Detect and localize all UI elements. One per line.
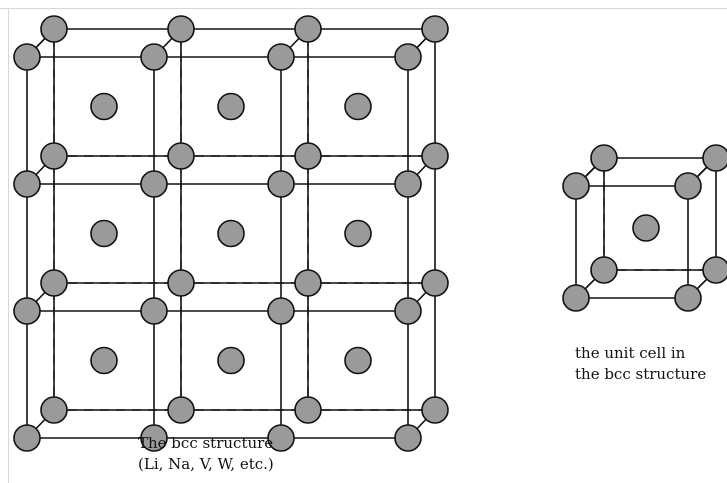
lattice-corner-atom-front: [13, 424, 41, 452]
lattice-corner-atom-back: [294, 396, 322, 424]
lattice-corner-atom-back: [294, 269, 322, 297]
lattice-body-center-atom: [344, 219, 372, 248]
unit-cell-corner-atom-back: [590, 256, 618, 284]
unit-cell-caption-line2: the bcc structure: [575, 365, 707, 383]
unit-cell-corner-atom-back: [590, 144, 618, 172]
unit-cell-body-center-atom: [632, 214, 660, 242]
lattice-corner-atom-back: [40, 396, 68, 424]
lattice-corner-atom-front: [13, 297, 41, 325]
lattice-corner-atom-back: [294, 142, 322, 170]
unit-cell-corner-atom-front: [674, 284, 702, 312]
lattice-corner-atom-front: [394, 424, 422, 452]
lattice-corner-atom-front: [13, 170, 41, 198]
unit-cell-caption: the unit cell in the bcc structure: [575, 343, 706, 385]
lattice-corner-atom-back: [40, 142, 68, 170]
lattice-corner-atom-back: [421, 396, 449, 424]
lattice-corner-atom-front: [140, 170, 168, 198]
lattice-corner-atom-back: [40, 269, 68, 297]
lattice-body-center-atom: [217, 346, 245, 375]
lattice-corner-atom-front: [267, 43, 295, 71]
left-border: [8, 8, 9, 483]
lattice-corner-atom-front: [267, 424, 295, 452]
lattice-corner-atom-front: [140, 297, 168, 325]
lattice-corner-atom-back: [167, 269, 195, 297]
lattice-corner-atom-front: [140, 43, 168, 71]
lattice-corner-atom-back: [421, 15, 449, 43]
lattice-corner-atom-back: [421, 142, 449, 170]
lattice-caption-line1: The bcc structure: [138, 434, 274, 452]
lattice-body-center-atom: [344, 346, 372, 375]
lattice-body-center-atom: [217, 219, 245, 248]
unit-cell-corner-atom-back: [702, 256, 727, 284]
lattice-corner-atom-front: [394, 170, 422, 198]
lattice-corner-atom-back: [40, 15, 68, 43]
lattice-body-center-atom: [90, 346, 118, 375]
lattice-corner-atom-front: [394, 43, 422, 71]
lattice-body-center-atom: [90, 92, 118, 121]
lattice-corner-atom-back: [167, 396, 195, 424]
lattice-corner-atom-front: [140, 424, 168, 452]
lattice-corner-atom-back: [167, 15, 195, 43]
lattice-caption-line2: (Li, Na, V, W, etc.): [138, 455, 274, 473]
unit-cell-corner-atom-front: [562, 284, 590, 312]
unit-cell-corner-atom-front: [674, 172, 702, 200]
unit-cell-corner-atom-back: [702, 144, 727, 172]
lattice-body-center-atom: [90, 219, 118, 248]
lattice-corner-atom-back: [421, 269, 449, 297]
unit-cell-caption-line1: the unit cell in: [575, 344, 686, 362]
lattice-corner-atom-back: [167, 142, 195, 170]
top-border: [0, 8, 727, 9]
lattice-corner-atom-back: [294, 15, 322, 43]
lattice-corner-atom-front: [267, 170, 295, 198]
lattice-body-center-atom: [344, 92, 372, 121]
lattice-caption: The bcc structure (Li, Na, V, W, etc.): [138, 433, 274, 475]
lattice-corner-atom-front: [394, 297, 422, 325]
lattice-body-center-atom: [217, 92, 245, 121]
lattice-corner-atom-front: [267, 297, 295, 325]
lattice-corner-atom-front: [13, 43, 41, 71]
unit-cell-corner-atom-front: [562, 172, 590, 200]
